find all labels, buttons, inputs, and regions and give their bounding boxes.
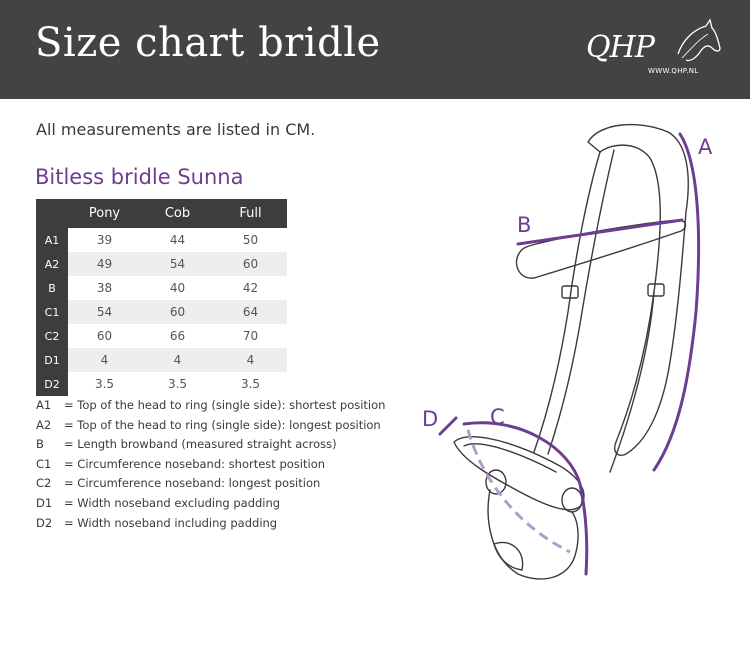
table-cell: 4 — [141, 348, 214, 372]
table-cell: 3.5 — [167, 377, 188, 391]
table-cell: 38 — [96, 281, 113, 295]
legend-text: = Circumference noseband: shortest posit… — [64, 456, 326, 471]
label-a: A — [698, 135, 713, 159]
table-cell: 64 — [214, 300, 287, 324]
cheek-strap-inner — [547, 149, 615, 455]
label-b: B — [517, 213, 531, 237]
measure-line-b — [516, 218, 684, 246]
table-cell: 39 — [96, 233, 113, 247]
logo-wordmark: QHP — [586, 30, 655, 65]
table-cell: 44 — [169, 233, 186, 247]
row-label: D1 — [36, 348, 68, 372]
legend-text: = Circumference noseband: longest positi… — [64, 476, 321, 491]
throatlash-strap — [609, 291, 655, 473]
legend-item: C2 = Circumference noseband: longest pos… — [36, 476, 385, 496]
table-cell: 3.5 — [240, 377, 261, 391]
legend-code: D2 — [36, 515, 53, 530]
horse-head-icon — [677, 18, 721, 62]
row-label: A2 — [36, 252, 68, 276]
table-cell: 50 — [242, 233, 259, 247]
table-cell: 54 — [141, 252, 214, 276]
label-d: D — [422, 407, 438, 431]
table-row: B 38 40 42 — [36, 276, 287, 300]
keeper — [561, 285, 579, 299]
table-cell: 60 — [214, 252, 287, 276]
row-label: B — [36, 276, 68, 300]
legend-code: B — [36, 437, 44, 452]
ring — [561, 487, 583, 513]
legend-item: D2 = Width noseband including padding — [36, 516, 385, 536]
measurement-legend: A1 = Top of the head to ring (single sid… — [36, 398, 385, 535]
table-cell: 40 — [169, 281, 186, 295]
table-cell: 70 — [242, 329, 259, 343]
table-row: D1 4 4 4 — [36, 348, 287, 372]
column-header-pony: Pony — [68, 199, 141, 228]
table-row: C2 60 66 70 — [36, 324, 287, 348]
chin-strap — [487, 489, 579, 580]
table-cell: 42 — [242, 281, 259, 295]
table-cell: 54 — [68, 300, 141, 324]
cheek-strap — [533, 151, 601, 453]
row-label: A1 — [36, 228, 68, 252]
column-header-cob: Cob — [141, 199, 214, 228]
legend-item: D1 = Width noseband excluding padding — [36, 496, 385, 516]
table-row: C1 54 60 64 — [36, 300, 287, 324]
row-label: D2 — [36, 372, 68, 396]
legend-text: = Top of the head to ring (single side):… — [64, 398, 386, 412]
table-header-row: Pony Cob Full — [36, 199, 287, 228]
page-title: Size chart bridle — [35, 20, 381, 66]
table-cell: 3.5 — [94, 377, 115, 391]
header-bar: Size chart bridle QHP WWW.QHP.NL — [0, 0, 750, 99]
bridle-diagram: A B C D — [422, 123, 713, 580]
legend-code: D1 — [36, 495, 53, 510]
legend-item: C1 = Circumference noseband: shortest po… — [36, 457, 385, 477]
headpiece-strap — [587, 123, 689, 456]
product-title: Bitless bridle Sunna — [35, 165, 244, 189]
label-c: C — [490, 405, 505, 429]
chin-pad — [493, 541, 524, 571]
table-cell: 60 — [141, 300, 214, 324]
table-cell: 4 — [214, 348, 287, 372]
legend-text: = Top of the head to ring (single side):… — [64, 417, 381, 432]
browband — [515, 219, 687, 279]
qhp-logo: QHP WWW.QHP.NL — [582, 18, 722, 82]
legend-item: A2 = Top of the head to ring (single sid… — [36, 418, 385, 438]
measurement-note: All measurements are listed in CM. — [36, 120, 316, 139]
row-label: C2 — [36, 324, 68, 348]
legend-code: C2 — [36, 476, 52, 491]
measure-line-c — [462, 421, 589, 576]
table-cell: 4 — [68, 348, 141, 372]
legend-text: = Length browband (measured straight acr… — [64, 437, 337, 452]
measure-line-a — [652, 132, 701, 472]
row-label: C1 — [36, 300, 68, 324]
table-cell: 60 — [96, 329, 113, 343]
column-header-full: Full — [214, 199, 287, 228]
legend-code: A1 — [36, 398, 52, 412]
table-row: D2 3.5 3.5 3.5 — [36, 372, 287, 396]
legend-text: = Width noseband excluding padding — [64, 495, 281, 510]
table-corner — [36, 199, 68, 228]
keeper — [647, 283, 665, 297]
table-row: A1 39 44 50 — [36, 228, 287, 252]
measure-line-c-hidden — [466, 429, 571, 554]
legend-item: A1 = Top of the head to ring (single sid… — [36, 398, 385, 418]
logo-url: WWW.QHP.NL — [648, 67, 699, 75]
table-row: A2 49 54 60 — [36, 252, 287, 276]
legend-code: A2 — [36, 417, 52, 432]
noseband-padding — [463, 443, 557, 473]
measure-line-d — [438, 416, 458, 436]
table-cell: 49 — [68, 252, 141, 276]
legend-code: C1 — [36, 456, 52, 471]
size-table: Pony Cob Full A1 39 44 50 A2 49 54 60 B … — [36, 199, 287, 396]
table-cell: 66 — [169, 329, 186, 343]
ring — [485, 469, 507, 495]
legend-item: B = Length browband (measured straight a… — [36, 437, 385, 457]
legend-text: = Width noseband including padding — [64, 515, 278, 530]
